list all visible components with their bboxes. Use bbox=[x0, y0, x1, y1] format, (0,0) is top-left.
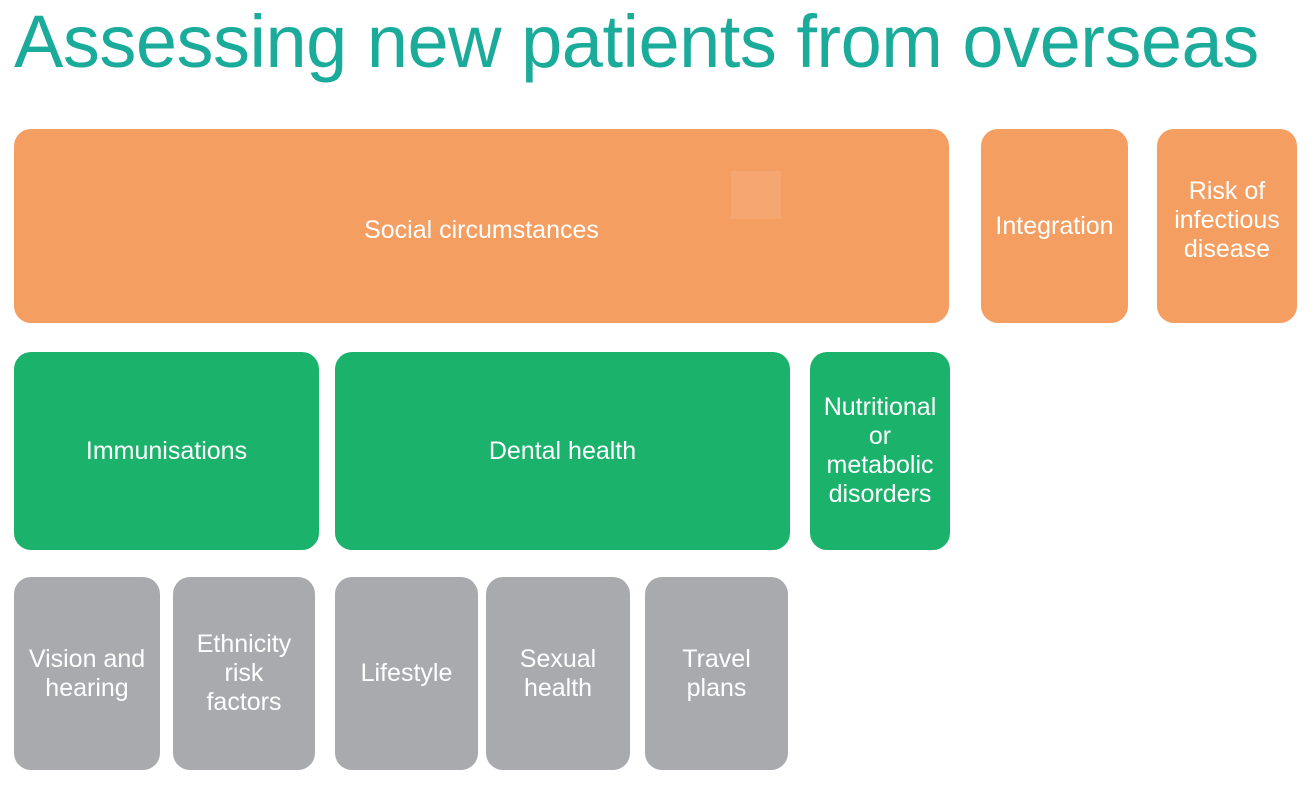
card-integration[interactable]: Integration bbox=[981, 129, 1128, 323]
card-lifestyle[interactable]: Lifestyle bbox=[335, 577, 478, 770]
card-label: Travel plans bbox=[682, 644, 751, 702]
card-label: Ethnicity risk factors bbox=[196, 630, 292, 716]
card-sexual-health[interactable]: Sexual health bbox=[486, 577, 630, 770]
card-label: Nutritional or metabolic disorders bbox=[823, 393, 937, 508]
card-social-circumstances[interactable]: Social circumstances bbox=[14, 129, 949, 323]
page-title: Assessing new patients from overseas bbox=[14, 0, 1259, 83]
card-travel-plans[interactable]: Travel plans bbox=[645, 577, 788, 770]
card-label: Sexual health bbox=[519, 644, 597, 702]
card-ethnicity-risk-factors[interactable]: Ethnicity risk factors bbox=[173, 577, 315, 770]
card-label: Lifestyle bbox=[360, 659, 453, 687]
card-label: Immunisations bbox=[85, 436, 248, 465]
card-label: Vision and hearing bbox=[28, 644, 146, 702]
card-dental-health[interactable]: Dental health bbox=[335, 352, 790, 550]
card-label: Social circumstances bbox=[364, 215, 599, 244]
card-immunisations[interactable]: Immunisations bbox=[14, 352, 319, 550]
card-nutritional-or-metabolic-disorders[interactable]: Nutritional or metabolic disorders bbox=[810, 352, 950, 550]
card-label: Integration bbox=[995, 211, 1114, 240]
card-label: Dental health bbox=[488, 436, 637, 465]
card-vision-and-hearing[interactable]: Vision and hearing bbox=[14, 577, 160, 770]
card-risk-of-infectious-disease[interactable]: Risk of infectious disease bbox=[1157, 129, 1297, 323]
card-label: Risk of infectious disease bbox=[1174, 176, 1280, 263]
